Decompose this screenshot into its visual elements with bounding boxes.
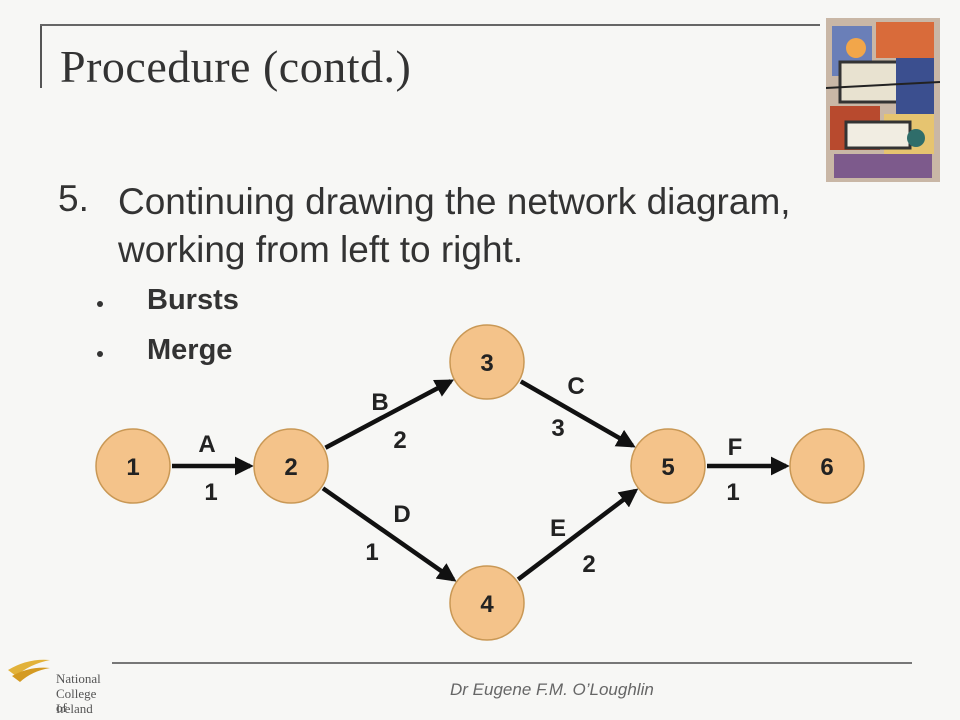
arrow-2-4 xyxy=(321,486,457,582)
node-6 xyxy=(789,428,865,504)
step-number: 5. xyxy=(58,178,89,219)
decorative-collage-image xyxy=(826,18,940,182)
duration-label-b: 2 xyxy=(393,427,406,454)
node-1 xyxy=(95,428,171,504)
activity-label-a: A xyxy=(198,431,215,458)
duration-label-f: 1 xyxy=(726,479,739,506)
node-4 xyxy=(449,565,525,641)
duration-label-d: 1 xyxy=(365,539,378,566)
college-logo: National College of Ireland xyxy=(6,654,106,720)
activity-label-c: C xyxy=(567,373,584,400)
activity-label-d: D xyxy=(393,501,410,528)
duration-label-e: 2 xyxy=(582,551,595,578)
activity-label-e: E xyxy=(550,515,566,542)
node-label-3: 3 xyxy=(480,350,493,377)
bullet-dot-merge xyxy=(97,351,103,357)
node-label-1: 1 xyxy=(126,454,139,481)
bullet-merge: Merge xyxy=(147,334,233,366)
bullet-dot-bursts xyxy=(97,301,103,307)
bullet-bursts: Bursts xyxy=(147,284,239,316)
arrow-3-5 xyxy=(519,379,636,448)
title-frame-left-rule xyxy=(40,24,42,88)
activity-label-f: F xyxy=(728,434,743,461)
footer-rule xyxy=(112,662,912,664)
logo-swoosh-icon xyxy=(8,659,50,682)
node-2 xyxy=(253,428,329,504)
footer-author: Dr Eugene F.M. O’Loughlin xyxy=(450,680,654,699)
node-label-2: 2 xyxy=(284,454,297,481)
logo-line-3: Ireland xyxy=(56,701,93,716)
logo-line-1: National xyxy=(56,671,101,686)
arrow-4-5 xyxy=(516,488,639,582)
node-3 xyxy=(449,324,525,400)
logo-line-2: College of xyxy=(56,686,97,715)
title-frame-top-rule xyxy=(40,24,820,26)
node-5 xyxy=(630,428,706,504)
slide-title: Procedure (contd.) xyxy=(60,41,412,92)
duration-label-a: 1 xyxy=(204,479,217,506)
node-label-6: 6 xyxy=(820,454,833,481)
node-label-4: 4 xyxy=(480,591,494,618)
step-text: Continuing drawing the network diagram, … xyxy=(118,181,791,270)
duration-label-c: 3 xyxy=(551,415,564,442)
activity-label-b: B xyxy=(371,389,388,416)
arrow-2-3 xyxy=(324,379,455,450)
node-label-5: 5 xyxy=(661,454,674,481)
